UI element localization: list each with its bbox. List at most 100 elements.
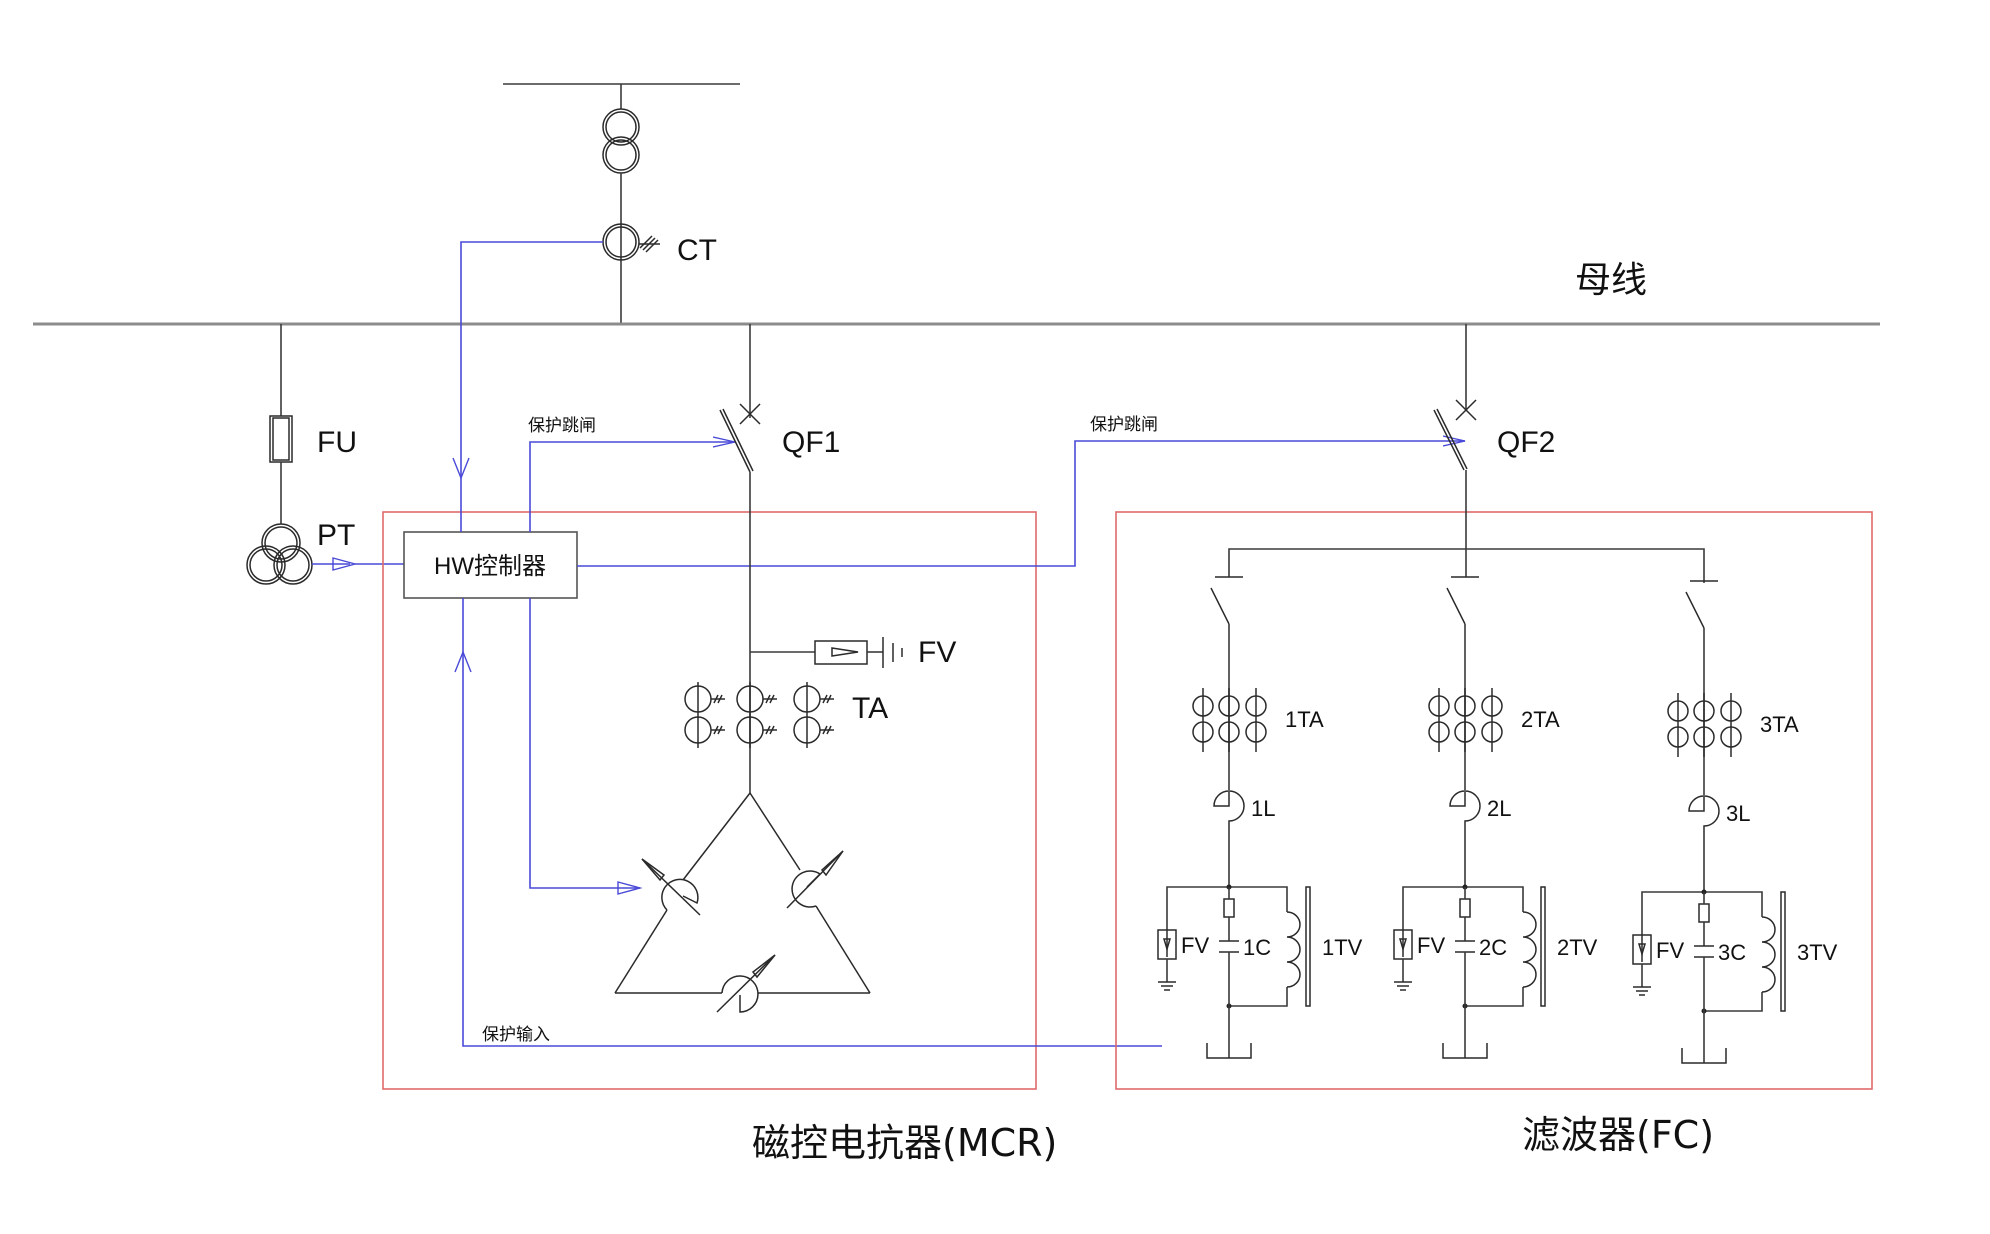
arrester-arrow-icon — [1398, 938, 1408, 952]
ta-tick — [717, 725, 723, 735]
branch-fv-label: FV — [1656, 938, 1684, 963]
ta-coil-icon — [1667, 726, 1689, 748]
coil-core-icon — [1305, 886, 1311, 1007]
mcr-frame — [382, 511, 1037, 1090]
bottom-rail — [1229, 987, 1288, 1007]
trip2-line — [577, 441, 1465, 567]
isolator-switch-icon — [1210, 587, 1230, 625]
neutral-tray-icon — [1206, 1043, 1252, 1059]
trip1-label: 保护跳闸 — [528, 416, 596, 436]
ta-coil-icon — [1428, 721, 1450, 743]
ta-tick — [826, 694, 832, 704]
arrester-arrow-icon — [1162, 938, 1172, 952]
discharge-coil-icon — [1761, 916, 1776, 993]
ct-signal-arrow-icon — [452, 457, 470, 480]
pt-label: PT — [317, 519, 355, 552]
ta-coil-icon — [1481, 721, 1503, 743]
ct-label: CT — [677, 234, 717, 267]
fu-label: FU — [317, 426, 357, 459]
fc-title: 滤波器(FC) — [1522, 1113, 1714, 1157]
branch-l-label: 3L — [1726, 801, 1750, 826]
ta-coil-icon — [1428, 695, 1450, 717]
ta-coil-icon — [1192, 721, 1214, 743]
neutral-tray-icon — [1442, 1043, 1488, 1059]
neutral-tray-icon — [1681, 1048, 1727, 1064]
qf1-label: QF1 — [782, 426, 840, 459]
series-reactor-icon — [1688, 795, 1720, 892]
branch-l-label: 2L — [1487, 796, 1511, 821]
ta-tick — [822, 694, 828, 704]
branch-ta-label: 3TA — [1760, 712, 1799, 737]
controller-label: HW控制器 — [434, 553, 546, 580]
trip1-line — [529, 442, 735, 532]
fc-distribution-line — [1228, 548, 1705, 583]
branch-l-label: 1L — [1251, 796, 1275, 821]
branch-fv-label: FV — [1417, 933, 1445, 958]
fuse-icon — [1698, 903, 1710, 923]
ta-coil-icon — [1667, 700, 1689, 722]
hw-controller[interactable]: HW控制器 — [403, 531, 578, 599]
branch-tv-label: 1TV — [1322, 935, 1363, 960]
qf2-label: QF2 — [1497, 426, 1555, 459]
isolator-switch-icon — [1446, 587, 1466, 625]
pt-signal-arrow-icon — [332, 557, 358, 571]
ta-tick — [769, 694, 775, 704]
branch-tv-label: 3TV — [1797, 940, 1838, 965]
bottom-rail — [1704, 992, 1763, 1012]
ta-coil-icon — [1454, 721, 1476, 743]
ct-signal-line — [460, 241, 603, 532]
control-output-line — [529, 598, 640, 889]
ta-coil-icon — [1245, 695, 1267, 717]
ta-tick — [769, 725, 775, 735]
ta-tick — [717, 694, 723, 704]
series-reactor-icon — [1213, 790, 1245, 887]
branch-ta-label: 2TA — [1521, 707, 1560, 732]
ta-tick — [826, 725, 832, 735]
discharge-coil-icon — [1286, 911, 1301, 988]
ta-coil-icon — [1481, 695, 1503, 717]
main-transformer-icon — [602, 108, 640, 174]
bus-label: 母线 — [1575, 260, 1647, 301]
control-output-arrow-icon — [617, 881, 643, 895]
arrester-fv-icon — [750, 637, 903, 668]
pt-transformer-icon — [246, 523, 313, 585]
fuse-icon — [1223, 898, 1235, 918]
ta-coil-icon — [1245, 721, 1267, 743]
fv-main-label: FV — [918, 636, 956, 669]
qf1-breaker-icon[interactable] — [719, 403, 761, 473]
filter-branch-2: 2TA 2L 2C FV 2TV — [1393, 576, 1598, 1059]
ta-coil-icon — [1454, 695, 1476, 717]
ta-coil-icon — [1720, 726, 1742, 748]
bottom-rail — [1465, 987, 1524, 1007]
protect-input-label: 保护输入 — [482, 1025, 550, 1045]
branch-ta-label: 1TA — [1285, 707, 1324, 732]
coil-core-icon — [1780, 891, 1786, 1012]
ta-tick — [765, 725, 771, 735]
mcr-delta-reactor-icon — [614, 792, 871, 1013]
fuse-fu-icon — [269, 415, 293, 463]
branch-tv-label: 2TV — [1557, 935, 1598, 960]
coil-core-icon — [1540, 886, 1546, 1007]
series-reactor-icon — [1449, 790, 1481, 887]
ta-coil-icon — [1693, 726, 1715, 748]
qf2-breaker-icon[interactable] — [1433, 399, 1477, 471]
branch-c-label: 1C — [1243, 935, 1271, 960]
protect-input-arrow-icon — [454, 650, 472, 673]
arrester-arrow-icon — [1637, 943, 1647, 957]
ta-tick — [713, 694, 719, 704]
mcr-title: 磁控电抗器(MCR) — [752, 1121, 1057, 1165]
ta-coil-icon — [1693, 700, 1715, 722]
fuse-icon — [1459, 898, 1471, 918]
isolator-switch-icon — [1685, 591, 1705, 629]
discharge-coil-icon — [1522, 911, 1537, 988]
ta-main-label: TA — [852, 692, 888, 725]
trip2-label: 保护跳闸 — [1090, 415, 1158, 435]
branch-c-label: 2C — [1479, 935, 1507, 960]
ta-tick — [822, 725, 828, 735]
fc-frame — [1115, 511, 1873, 1090]
ta-coil-icon — [1192, 695, 1214, 717]
